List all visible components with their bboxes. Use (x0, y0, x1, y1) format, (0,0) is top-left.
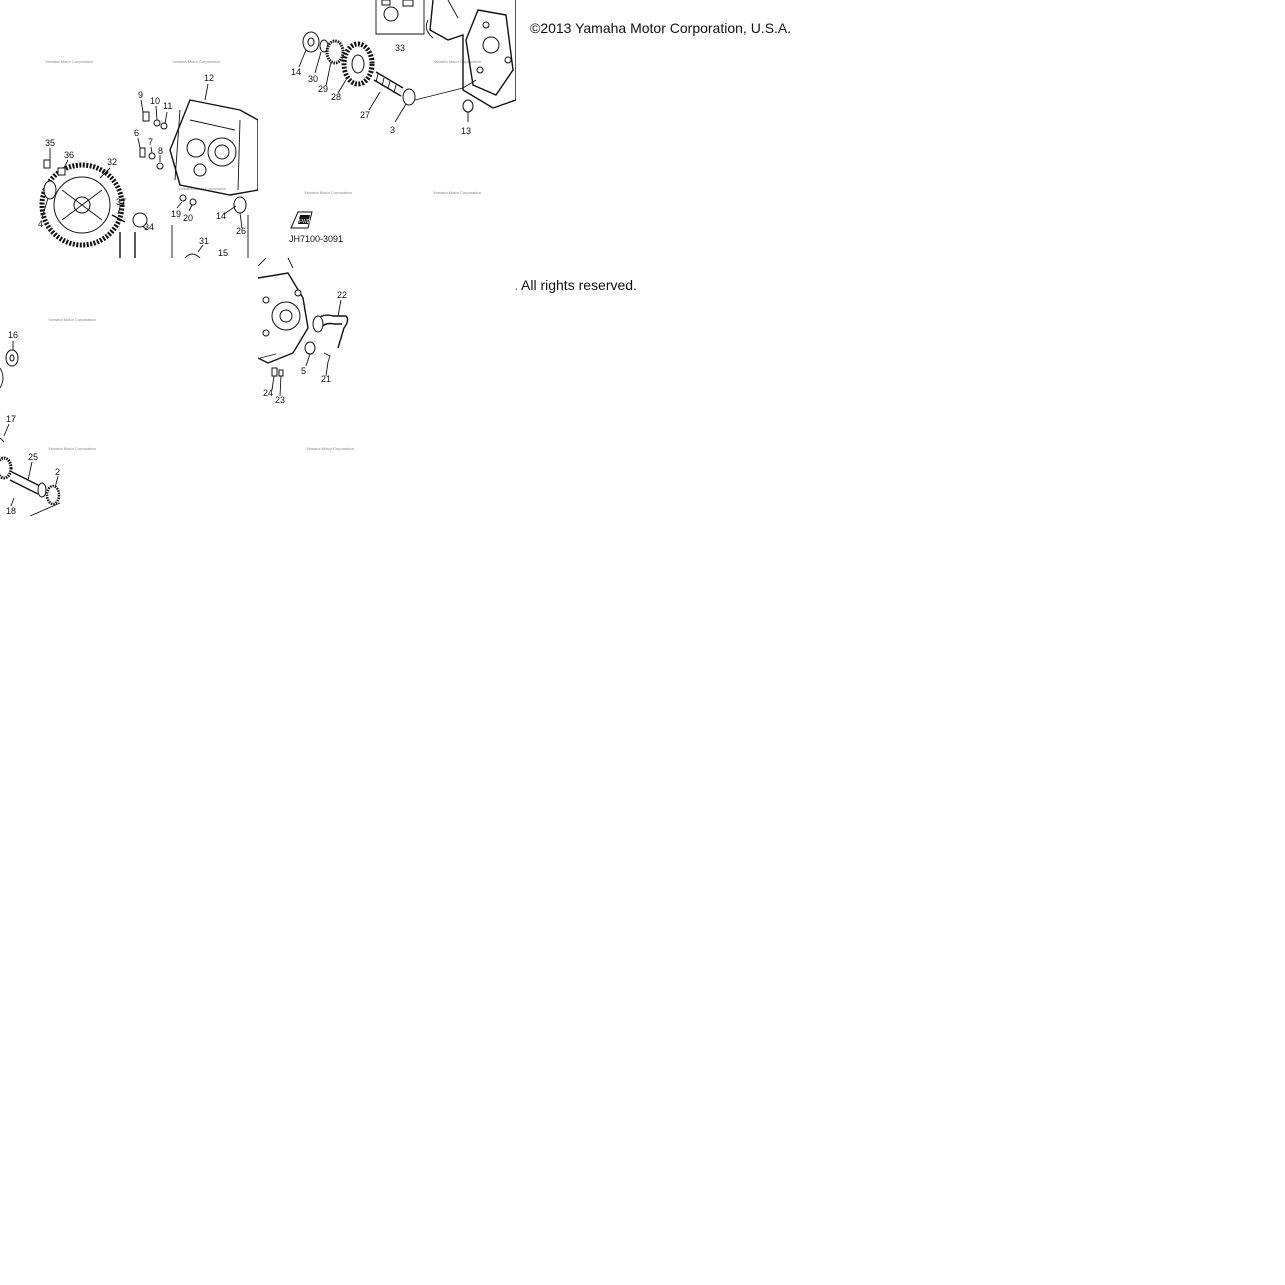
watermark: Yamaha Motor Corporation (433, 190, 481, 195)
diagram-tile-top-left: Yamaha Motor Corporation Yamaha Motor Co… (0, 0, 258, 258)
part-number-label: 26 (236, 226, 246, 236)
shaft (9, 471, 41, 495)
watermark: Yamaha Motor Corporation (304, 190, 352, 195)
part-number-label: 20 (183, 213, 193, 223)
watermark: Yamaha Motor Corporation (172, 59, 220, 64)
fwd-direction-badge: FWD (290, 211, 313, 229)
part-number-label: 27 (360, 110, 370, 120)
part-number-label: 2 (55, 467, 60, 477)
part-number-label: 21 (321, 374, 331, 384)
exploded-view-bottom-right: Yamaha Motor Corporation 22 5 21 24 23 (258, 258, 354, 451)
part-number-label: 31 (199, 236, 209, 246)
diagram-tile-bottom-left: Yamaha Motor Corporation Yamaha Motor Co… (0, 258, 258, 516)
part-number-label: 19 (171, 209, 181, 219)
part-number-label: 32 (107, 157, 117, 167)
watermark: Yamaha Motor Corporation (306, 446, 354, 451)
part-number-label: 29 (318, 84, 328, 94)
part-number-label: 4 (38, 219, 43, 229)
watermark: Yamaha Motor Corporation (45, 59, 93, 64)
part-number-label: 28 (331, 92, 341, 102)
part-number-label: 14 (216, 211, 226, 221)
diagram-tile-top-right: Yamaha Motor Corporation Yamaha Motor Co… (258, 0, 516, 258)
part-number-label: 23 (275, 395, 285, 405)
part-number-label: 10 (150, 96, 160, 106)
watermark: Yamaha Motor Corporation (178, 186, 226, 191)
watermark: Yamaha Motor Corporation (48, 317, 96, 322)
cover-plate (258, 272, 309, 364)
diagram-code: JH7100-3091 (289, 234, 343, 244)
case-cover (169, 99, 258, 196)
housing (429, 0, 516, 109)
part-number-label: 5 (301, 366, 306, 376)
part-number-label: 11 (163, 101, 172, 111)
part-number-label: 36 (64, 150, 74, 160)
part-number-label: 6 (134, 128, 139, 138)
part-number-label: 33 (395, 43, 405, 53)
part-number-label: 12 (204, 73, 214, 83)
part-number-label: 24 (263, 388, 273, 398)
part-number-label: 30 (308, 74, 318, 84)
part-number-label: 22 (337, 290, 347, 300)
part-number-label: 8 (158, 146, 163, 156)
part-number-label: 18 (6, 506, 16, 516)
part-number-label: 3 (390, 125, 395, 135)
part-number-label: 7 (148, 137, 153, 147)
tube (315, 314, 349, 349)
bracket-part (383, 6, 399, 22)
watermark: Yamaha Motor Corporation (433, 59, 481, 64)
watermark: Yamaha Motor Corporation (48, 446, 96, 451)
rights-text: . All rights reserved. (514, 277, 637, 293)
part-number-label: 16 (8, 330, 18, 340)
diagram-tile-bottom-right: Yamaha Motor Corporation 22 5 21 24 23 (258, 258, 516, 516)
fwd-badge-text: FWD (299, 219, 311, 225)
part-number-label: 17 (6, 414, 16, 424)
part-number-label: 34 (144, 222, 154, 232)
part-number-label: 35 (45, 138, 55, 148)
exploded-view-bottom-left: Yamaha Motor Corporation Yamaha Motor Co… (0, 317, 96, 516)
copyright-text: ©2013 Yamaha Motor Corporation, U.S.A. (530, 20, 792, 36)
part-number-label: 37 (116, 197, 126, 207)
part-number-label: 14 (291, 67, 301, 77)
part-number-label: 13 (461, 126, 471, 136)
exploded-view-top-left: Yamaha Motor Corporation Yamaha Motor Co… (38, 59, 258, 258)
part-number-label: 15 (218, 248, 228, 258)
exploded-view-top-right: Yamaha Motor Corporation Yamaha Motor Co… (289, 0, 516, 244)
part-number-label: 9 (138, 90, 143, 100)
part-number-label: 25 (28, 452, 38, 462)
